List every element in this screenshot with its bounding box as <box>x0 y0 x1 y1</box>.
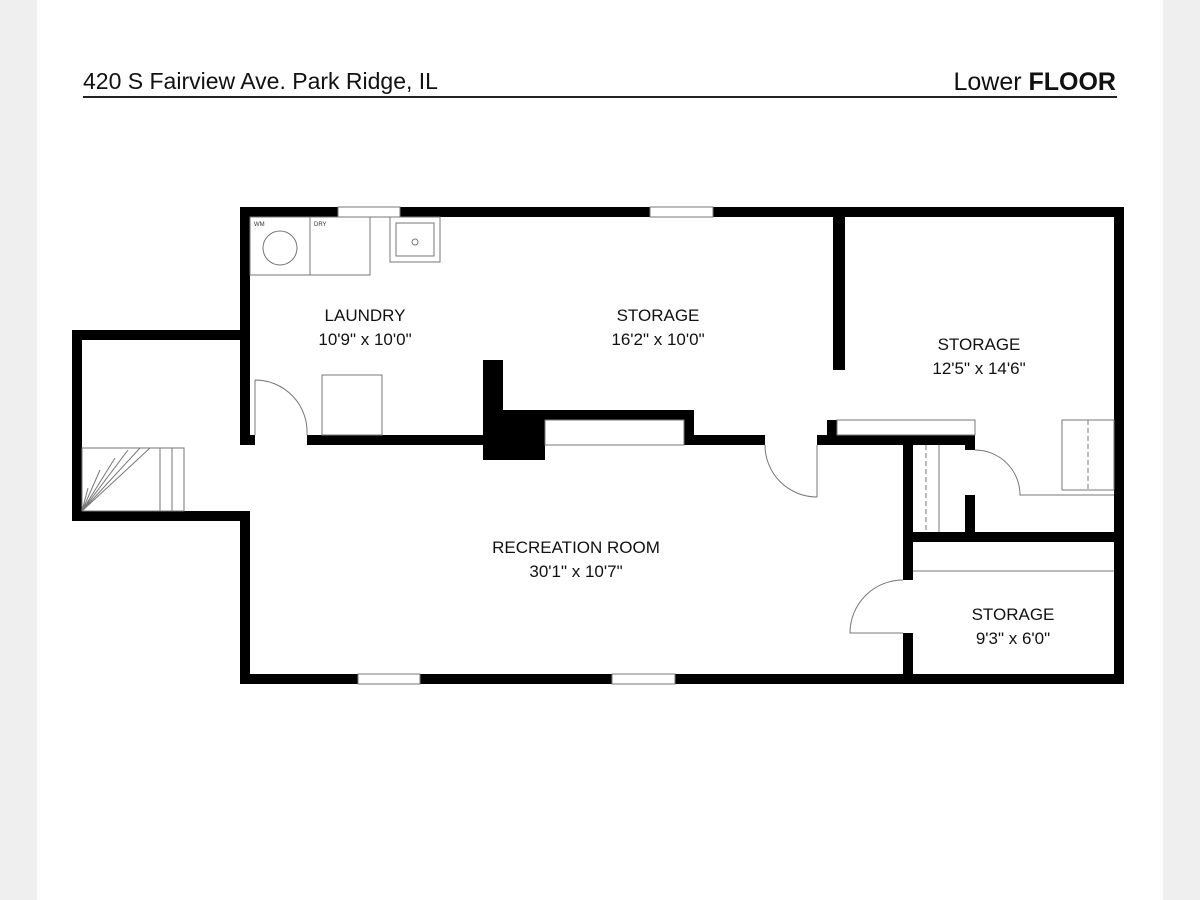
room-dims: 9'3" x 6'0" <box>976 629 1050 648</box>
header-rule <box>83 96 1117 98</box>
door-swing-icon <box>764 444 818 498</box>
room-dims: 10'9" x 10'0" <box>318 330 411 349</box>
door-swing-icon <box>849 579 904 634</box>
room-dims: 12'5" x 14'6" <box>932 359 1025 378</box>
floor-bold: FLOOR <box>1028 68 1117 96</box>
room-dims: 16'2" x 10'0" <box>611 330 704 349</box>
address-title: 420 S Fairview Ave. Park Ridge, IL <box>83 68 438 94</box>
room-name: STORAGE <box>938 335 1021 354</box>
room-dims: 30'1" x 10'7" <box>529 562 622 581</box>
fixtures <box>81 216 1115 634</box>
room-name: STORAGE <box>617 306 700 325</box>
floor-title: Lower FLOOR <box>953 68 1116 97</box>
room-name: LAUNDRY <box>325 306 406 325</box>
sink-icon <box>389 216 441 263</box>
washer-label: WM <box>254 222 265 228</box>
door-swing-icon <box>974 449 1114 496</box>
washer-drum-icon <box>262 230 298 266</box>
door-swing-icon <box>254 379 308 436</box>
floor-prefix: Lower <box>953 68 1022 96</box>
windows-and-door-openings <box>255 206 975 685</box>
dryer-icon <box>309 216 371 276</box>
dryer-label: DRY <box>314 222 327 228</box>
cabinet-icon <box>321 374 383 436</box>
room-name: STORAGE <box>972 605 1055 624</box>
room-name: RECREATION ROOM <box>492 538 660 557</box>
staircase-icon <box>81 447 185 512</box>
